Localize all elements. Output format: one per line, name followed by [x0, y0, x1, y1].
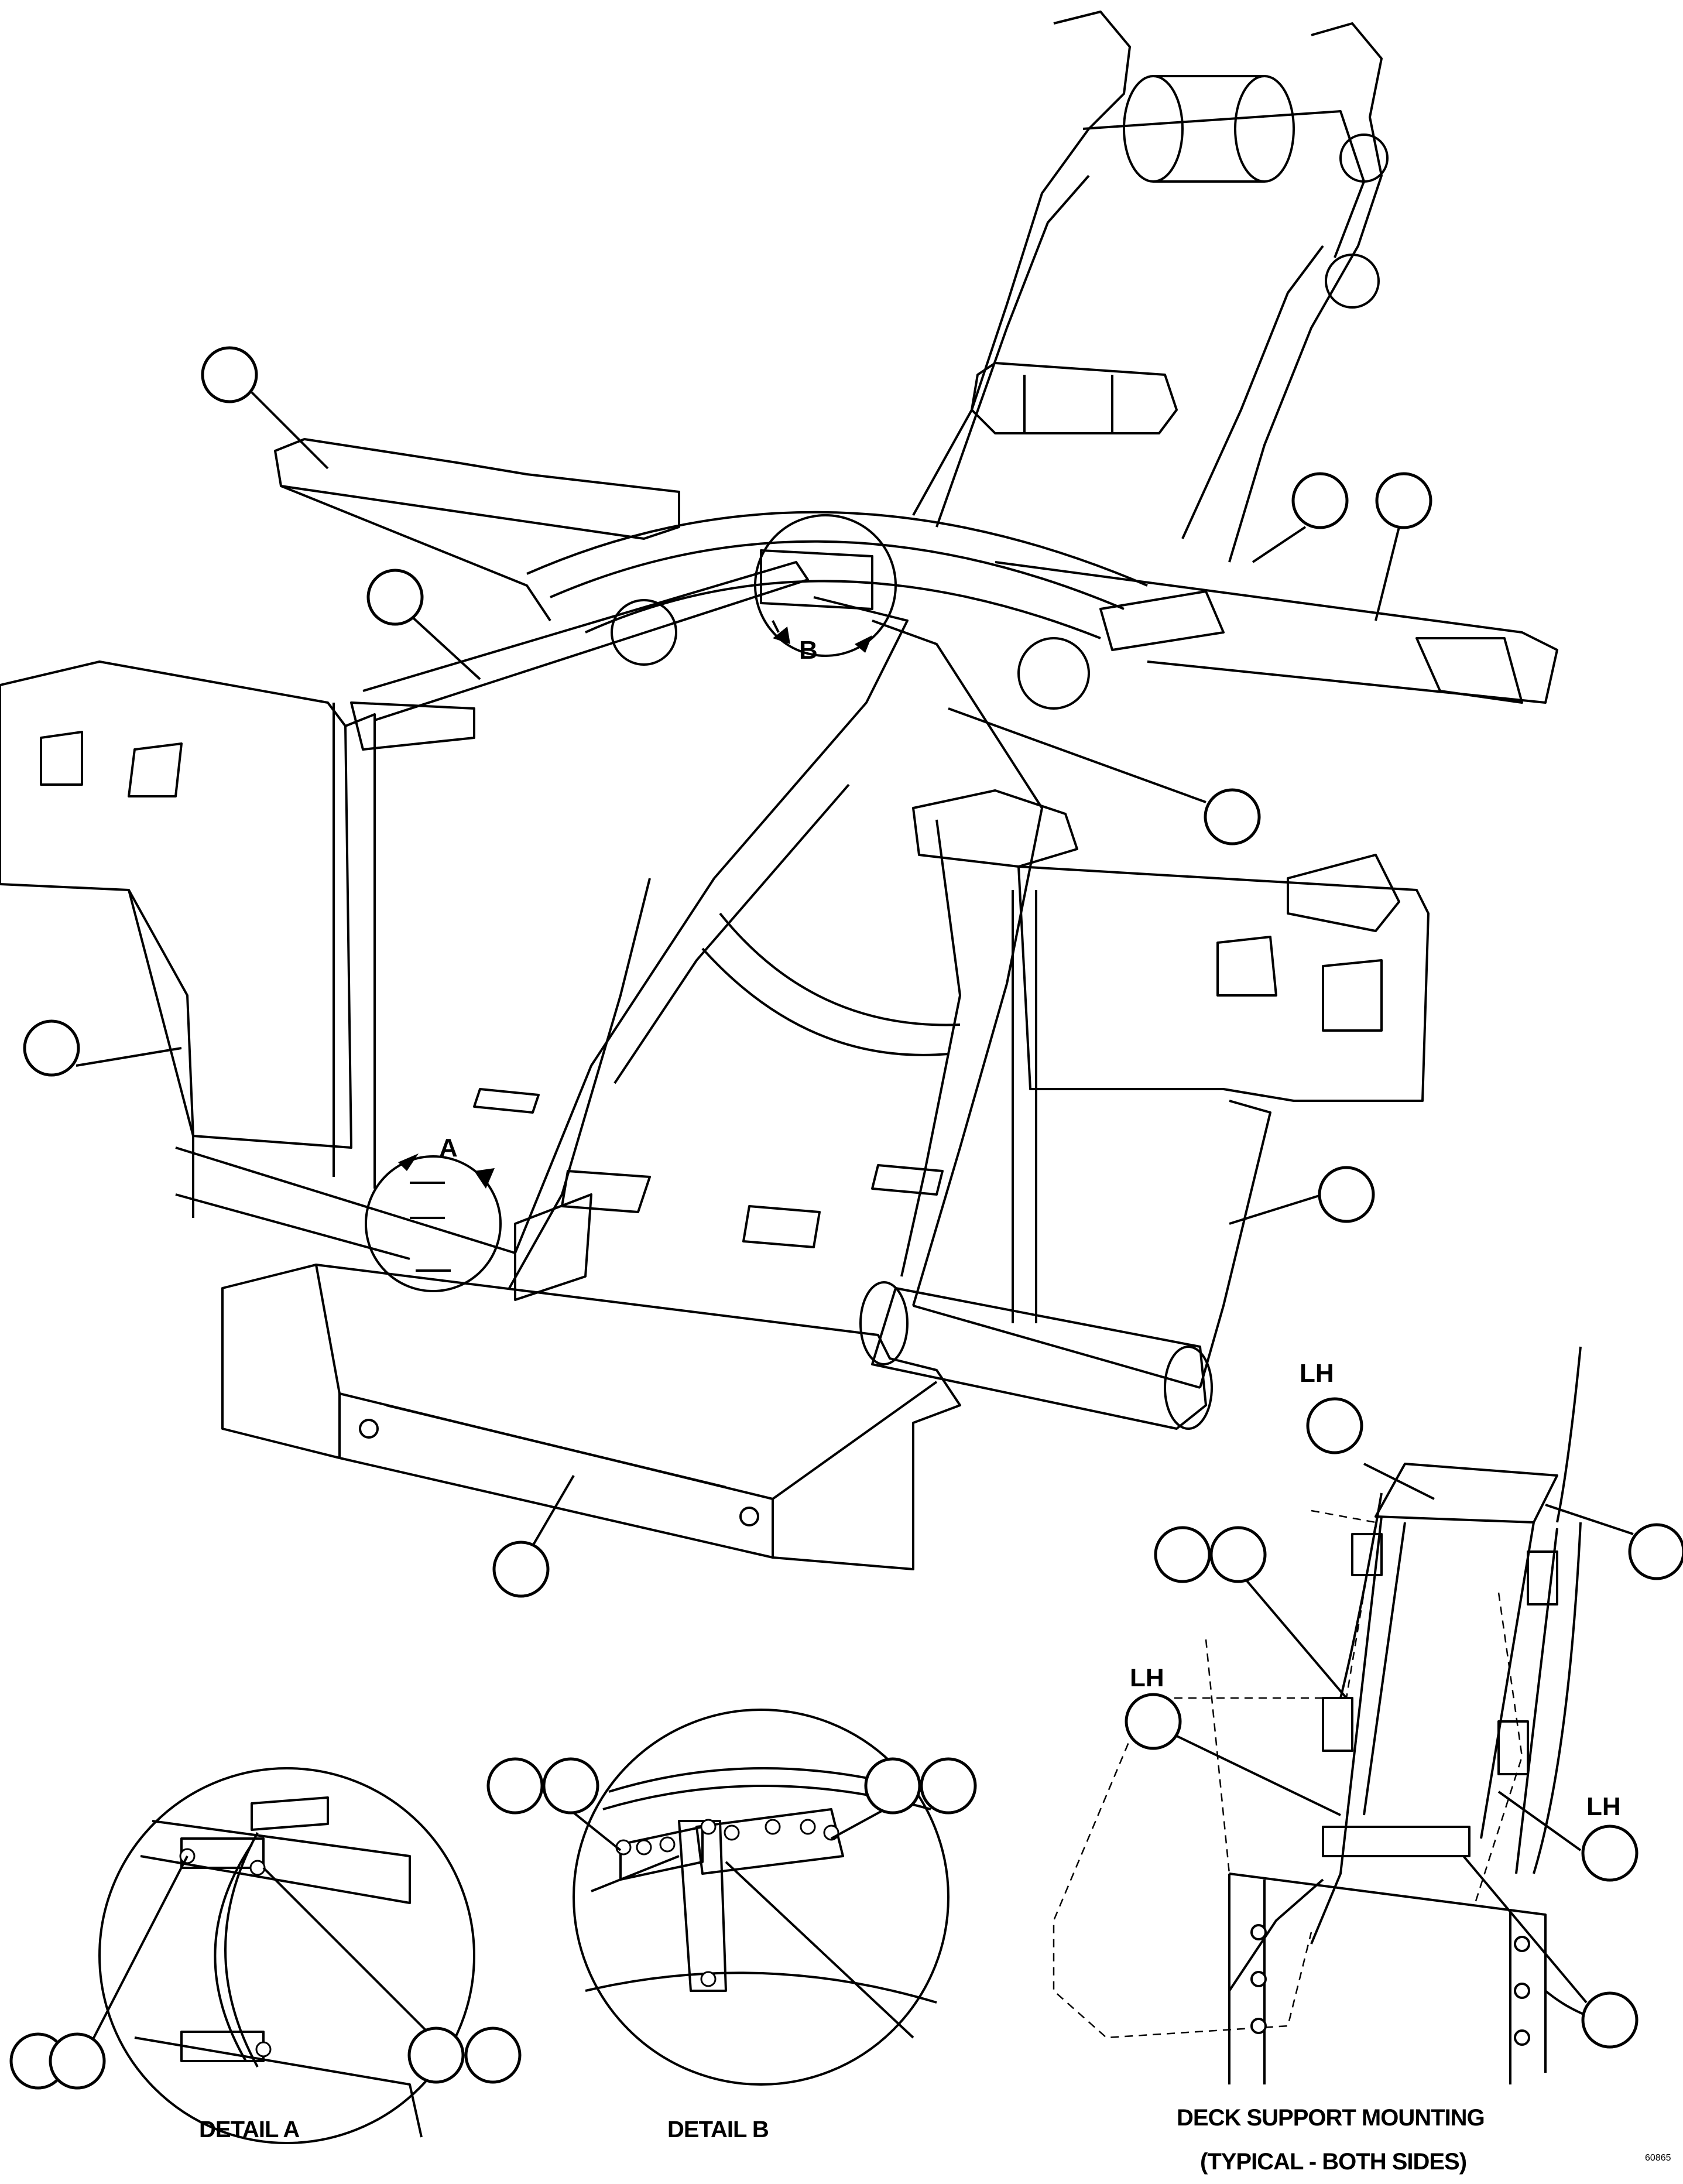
detail-a-caption: DETAIL A — [199, 2117, 299, 2142]
callout-balloon — [1318, 1166, 1375, 1223]
detail-b-callout-circle: B — [754, 514, 897, 665]
deck-support-caption-line2: (TYPICAL - BOTH SIDES) — [1200, 2149, 1466, 2175]
callout-balloon — [1125, 1693, 1182, 1750]
callout-balloon — [1375, 472, 1432, 529]
callout-balloon — [366, 569, 424, 626]
callout-balloon — [464, 2026, 522, 2084]
callout-balloon — [201, 346, 258, 403]
detail-b-view — [573, 1709, 950, 2086]
detail-a-view — [98, 1767, 475, 2144]
frame-assembly — [0, 11, 1558, 1570]
callout-balloon — [492, 1541, 550, 1598]
callout-balloon — [407, 2026, 465, 2084]
figure-number: 60865 — [1645, 2153, 1671, 2163]
view-marker-b: B — [799, 636, 818, 665]
side-label-lh-top: LH — [1300, 1359, 1334, 1388]
side-label-lh-right: LH — [1586, 1792, 1621, 1821]
deck-support-caption-line1: DECK SUPPORT MOUNTING — [1177, 2105, 1485, 2131]
callout-balloon — [1306, 1397, 1363, 1454]
view-marker-a: A — [439, 1134, 458, 1162]
callout-balloon — [1209, 1526, 1267, 1583]
callout-balloon — [1291, 472, 1349, 529]
callout-balloon — [1581, 1824, 1639, 1882]
side-label-lh-left: LH — [1130, 1663, 1164, 1692]
callout-balloon — [486, 1757, 544, 1815]
callout-balloon — [49, 2032, 106, 2090]
callout-balloon — [542, 1757, 599, 1815]
callout-balloon — [1154, 1526, 1211, 1583]
callout-balloons — [9, 346, 1683, 2090]
callout-balloon — [864, 1757, 921, 1815]
callout-balloon — [23, 1019, 80, 1077]
detail-b-caption: DETAIL B — [667, 2117, 769, 2142]
callout-balloon — [920, 1757, 977, 1815]
detail-a-callout-circle: A — [365, 1134, 502, 1292]
callout-balloon — [1628, 1523, 1683, 1580]
callout-balloon — [1581, 1991, 1639, 2049]
leader-lines — [76, 391, 1634, 2050]
callout-balloon — [1204, 788, 1261, 845]
